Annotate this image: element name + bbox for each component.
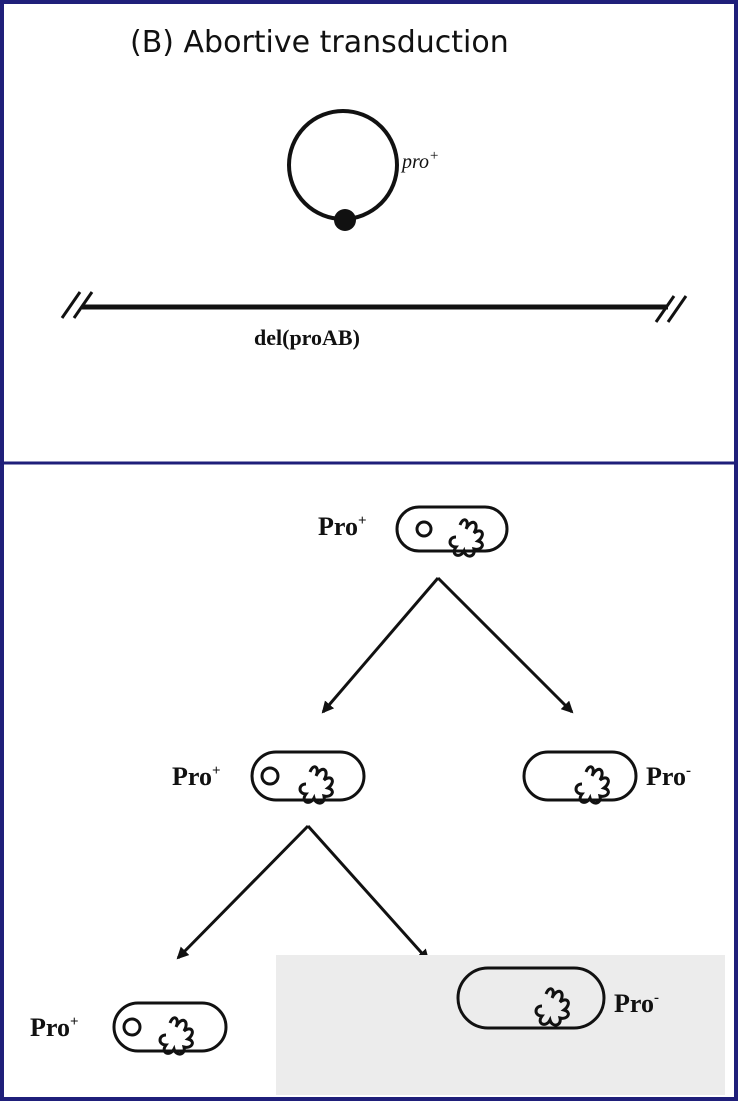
level2-right-label: Pro- (646, 762, 691, 791)
plasmid-origin-dot (334, 209, 356, 231)
level2-left-chromosome (298, 765, 334, 805)
level3-right-label: Pro- (614, 989, 659, 1018)
arrow-left-to-right (306, 824, 430, 962)
break-mark-left (60, 291, 82, 319)
root-cell-label: Pro+ (318, 512, 367, 541)
figure-title: (B) Abortive transduction (130, 25, 509, 60)
chromosome-deletion-label: del(proAB) (254, 325, 360, 350)
level2-left-cell (250, 750, 366, 802)
root-cell-plasmid (415, 520, 433, 538)
level3-left-plasmid (122, 1017, 142, 1037)
break-mark-right (666, 295, 688, 323)
break-mark-left (72, 291, 94, 319)
level3-left-label: Pro+ (30, 1013, 79, 1042)
plasmid-gene-label: pro+ (400, 148, 439, 173)
level2-left-label: Pro+ (172, 762, 221, 791)
level3-right-cell (456, 966, 606, 1030)
arrow-left-to-left (176, 824, 310, 960)
plasmid-circle (287, 109, 399, 221)
level2-right-chromosome (574, 765, 610, 805)
arrow-root-to-left (321, 577, 440, 714)
level3-left-chromosome (158, 1016, 194, 1056)
level3-left-cell (112, 1001, 228, 1053)
overlay-patch (276, 955, 725, 1095)
arrow-root-to-right (436, 576, 574, 714)
break-mark-right (654, 295, 676, 323)
level2-left-plasmid (260, 766, 280, 786)
root-cell (395, 505, 509, 553)
